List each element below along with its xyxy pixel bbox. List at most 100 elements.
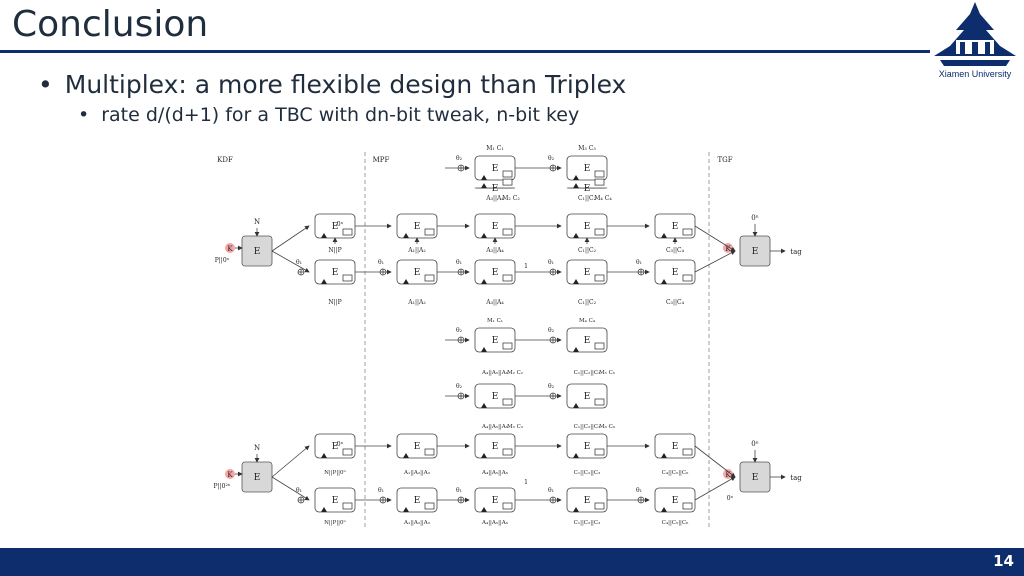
key-slot	[502, 228, 513, 236]
block-label: E	[584, 442, 591, 452]
tweak-arrow-icon	[321, 233, 327, 238]
theta-label: θ₁	[378, 487, 384, 494]
zero-label: 0ⁿ	[751, 440, 758, 448]
theta-label: θ₂	[548, 327, 555, 334]
tweak-label: A₄||A₅||A₆	[481, 424, 509, 430]
tweak-arrow-icon	[481, 233, 487, 238]
tweak-arrow-icon	[573, 347, 579, 352]
block-label: E	[492, 184, 499, 194]
bullet-2: •rate d/(d+1) for a TBC with dn-bit twea…	[78, 104, 580, 126]
tweak-label: A₃||A₄	[485, 299, 504, 306]
tweak-label: C₃||C₄	[666, 299, 685, 306]
tweak-label: A₄||A₅||A₆	[481, 470, 509, 476]
block-label: E	[414, 222, 421, 232]
tweak-arrow-icon	[481, 347, 487, 352]
theta-label: θ₂	[548, 383, 555, 390]
tweak-label: A₃||A₄	[485, 247, 504, 254]
tweak-arrow-icon	[321, 279, 327, 284]
tweak-arrow-icon	[573, 175, 579, 180]
tweak-arrow-icon	[403, 279, 409, 284]
block-label: E	[254, 473, 261, 483]
block-label: E	[584, 164, 591, 174]
tweak-label: N||P||0ⁿ	[324, 520, 346, 526]
theta-label: θ₁	[548, 487, 554, 494]
tweak-label: N||P	[328, 299, 341, 306]
block-label: E	[492, 268, 499, 278]
one-label: 1	[524, 479, 528, 486]
key-slot	[594, 398, 605, 406]
block-label: E	[584, 184, 591, 194]
tweak-label: C₁||C₂||C₃	[574, 470, 601, 476]
block-label: E	[492, 164, 499, 174]
key-slot	[594, 228, 605, 236]
kdf-input-label: P||0ⁿ	[215, 257, 230, 264]
key-slot	[594, 170, 605, 178]
tweak-label: C₃||C₄	[666, 247, 685, 254]
footer-bar: 14	[0, 548, 1024, 576]
theta-label: θ₁	[636, 487, 642, 494]
bullet-1: •Multiplex: a more flexible design than …	[38, 70, 627, 99]
key-slot	[682, 448, 693, 456]
block-label: E	[414, 442, 421, 452]
tweak-label: C₁||C₂	[578, 195, 597, 202]
nonce-label: N	[254, 218, 260, 226]
tweak-arrow-icon	[573, 453, 579, 458]
theta-label: θ₂	[456, 383, 463, 390]
university-logo: Xiamen University	[926, 0, 1024, 80]
connector-line	[694, 445, 736, 478]
tweak-arrow-icon	[661, 279, 667, 284]
zero-label: 0ⁿ	[751, 214, 758, 222]
tweak-arrow-icon	[481, 453, 487, 458]
key-slot	[594, 448, 605, 456]
tweak-arrow-icon	[481, 183, 487, 189]
tweak-label: A₁||A₂	[407, 299, 426, 306]
bullet-1-text: Multiplex: a more flexible design than T…	[64, 70, 627, 99]
one-label: 1	[524, 263, 528, 270]
zero-label: 0ⁿ	[727, 495, 734, 502]
block-label: E	[254, 247, 261, 257]
key-slot	[682, 274, 693, 282]
block-label: E	[672, 496, 679, 506]
zero-label: 0ⁿ	[337, 221, 344, 228]
tweak-label: C₁||C₂||C₃	[574, 370, 601, 376]
key-slot	[502, 398, 513, 406]
block-label: E	[332, 268, 339, 278]
key-slot	[502, 170, 513, 178]
block-label: E	[492, 336, 499, 346]
tweak-label: C₁||C₂	[578, 247, 597, 254]
key-slot	[502, 342, 513, 350]
zero-label: 0ⁿ	[337, 441, 344, 448]
block-label: E	[672, 268, 679, 278]
key-slot	[502, 448, 513, 456]
tweak-arrow-icon	[661, 233, 667, 238]
block-label: E	[414, 496, 421, 506]
key-slot	[342, 274, 353, 282]
tweak-label: A₁||A₂||A₃	[403, 520, 430, 526]
message-label: M₃ C₃	[507, 424, 523, 430]
connector-line	[271, 445, 310, 478]
block-label: E	[492, 392, 499, 402]
message-label: M₅ C₅	[599, 370, 615, 376]
tweak-label: A₁||A₂	[407, 247, 426, 254]
tweak-arrow-icon	[403, 233, 409, 238]
tweak-arrow-icon	[481, 507, 487, 512]
key-slot	[424, 502, 435, 510]
section-mpf: MPF	[373, 156, 390, 164]
theta-label: θ₁	[378, 259, 384, 266]
tweak-arrow-icon	[573, 183, 579, 189]
key-label: K	[725, 245, 731, 253]
message-label: M₁ C₁	[487, 318, 503, 324]
block-label: E	[584, 222, 591, 232]
key-slot	[502, 502, 513, 510]
theta-label: θ₁	[296, 487, 302, 494]
tweak-arrow-icon	[573, 403, 579, 408]
connector-line	[694, 476, 736, 501]
theta-label: θ₁	[296, 259, 302, 266]
kdf-input-label: P||0²ⁿ	[214, 483, 231, 490]
key-slot	[594, 178, 605, 186]
message-label: M₂ C₂	[507, 370, 523, 376]
tweak-arrow-icon	[573, 507, 579, 512]
theta-label: θ₁	[456, 259, 462, 266]
tweak-arrow-icon	[481, 403, 487, 408]
section-kdf: KDF	[217, 156, 233, 164]
